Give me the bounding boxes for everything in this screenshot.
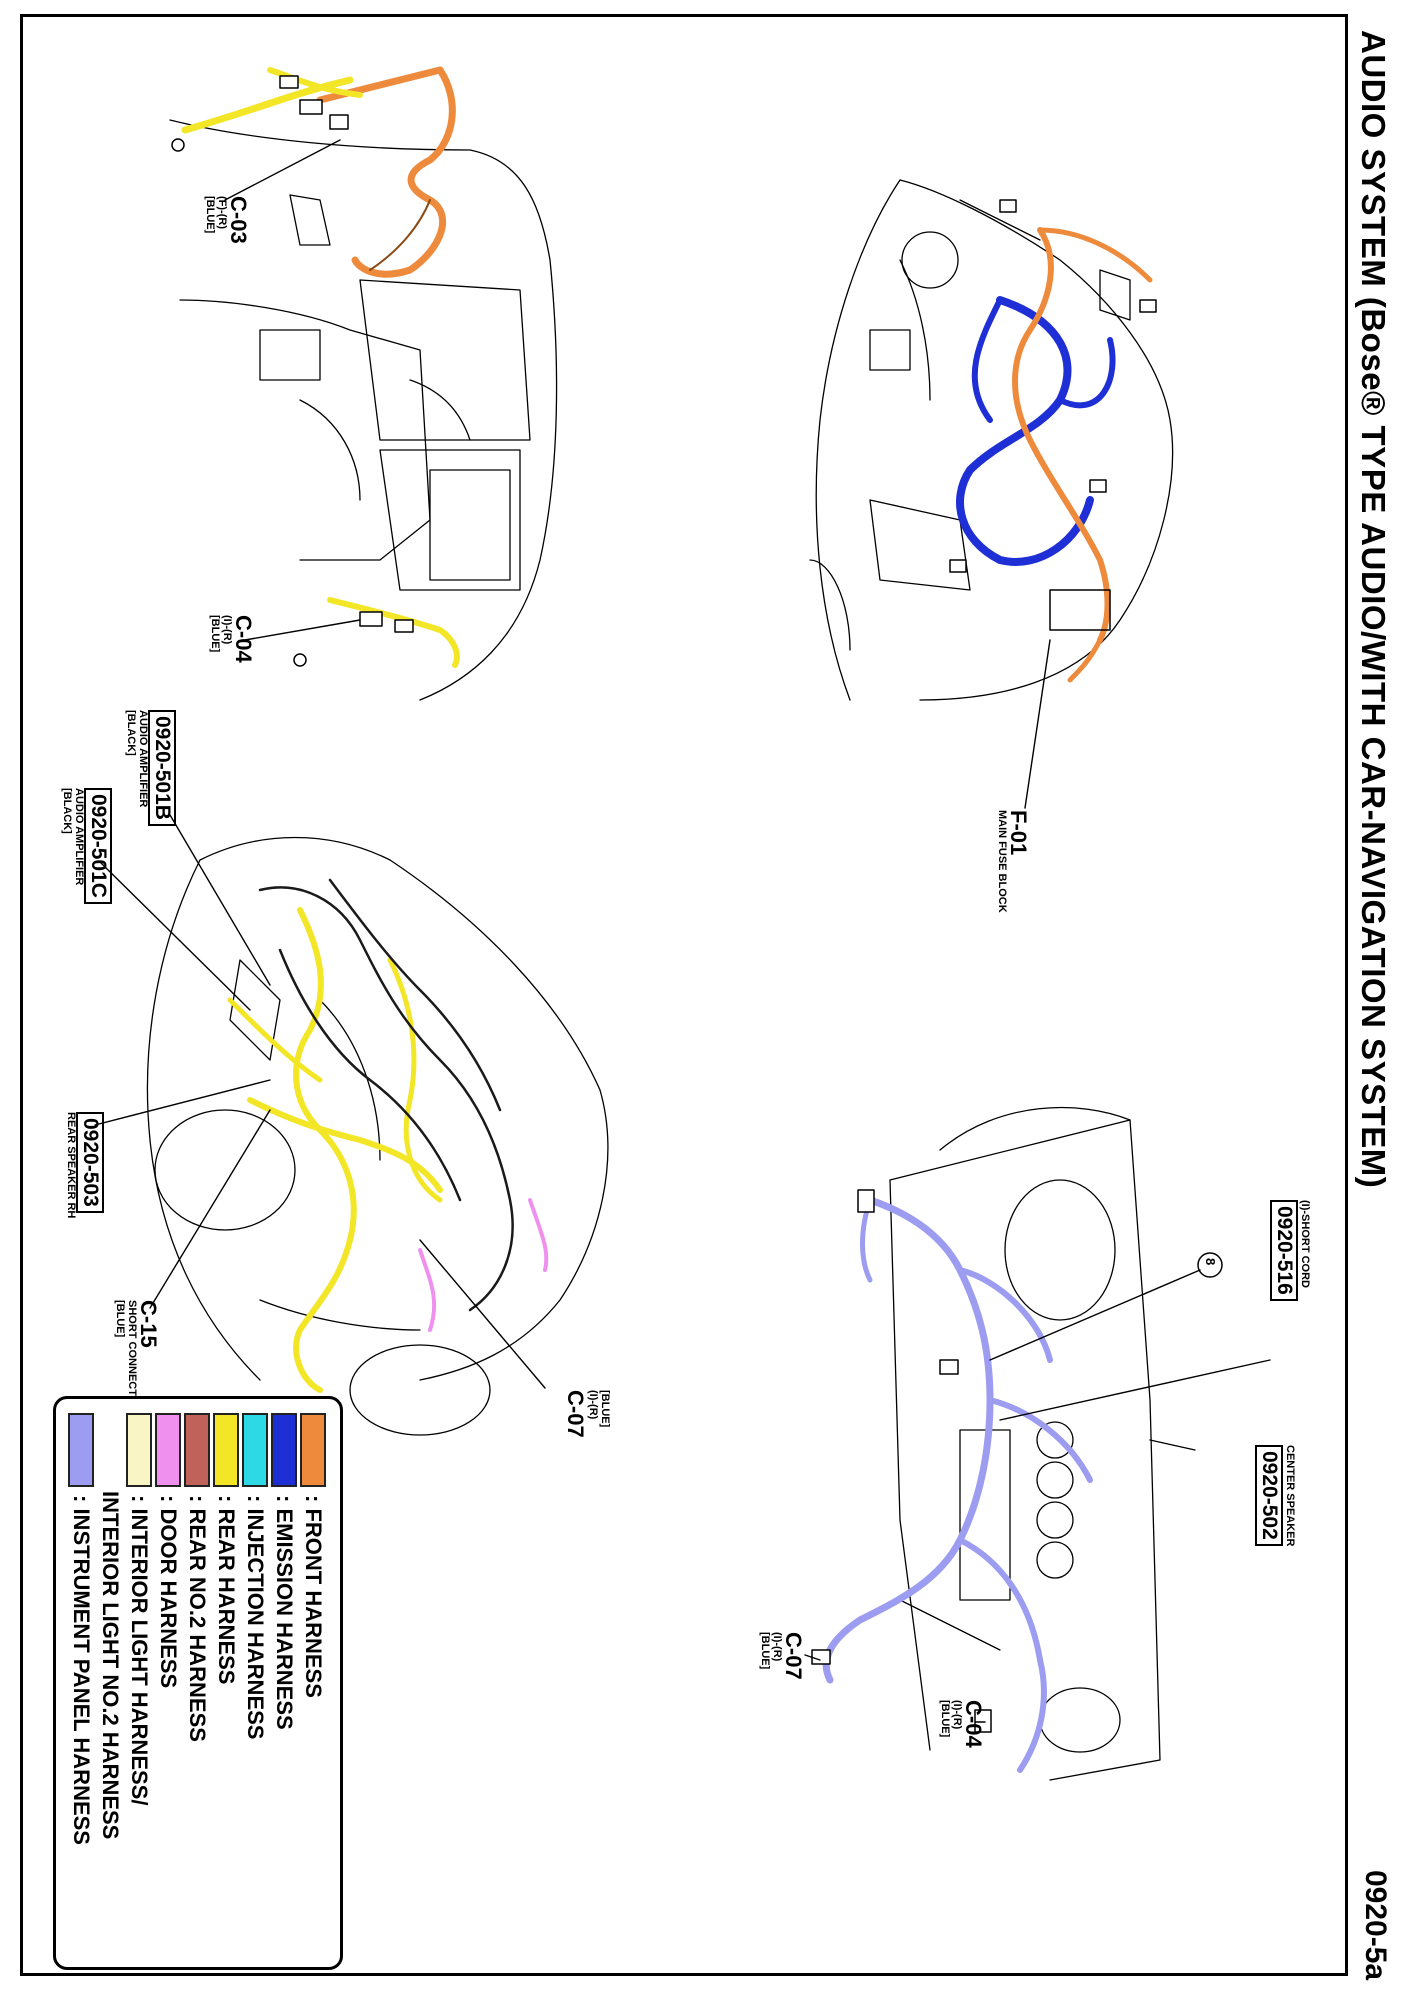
connector-code-box: 0920-502 — [1255, 1445, 1284, 1546]
dark-harness-wire — [258, 878, 514, 1312]
legend-row: : INSTRUMENT PANEL HARNESS — [68, 1413, 94, 1845]
label-short-cord: (I)-SHORT CORD 0920-516 — [1270, 1200, 1311, 1301]
page-frame — [20, 14, 1348, 1976]
front-harness-wire — [316, 66, 456, 278]
reference-marker-8: 8 — [1203, 1258, 1218, 1266]
legend-label: : INSTRUMENT PANEL HARNESS — [69, 1495, 94, 1845]
legend-swatch — [99, 1413, 121, 1483]
connector-code-box: 0920-501B — [148, 710, 176, 826]
legend-row: : DOOR HARNESS — [155, 1413, 181, 1688]
leader-lines-top — [224, 139, 361, 641]
legend-label: INTERIOR LIGHT NO.2 HARNESS — [98, 1491, 123, 1840]
leader-lines-ip — [804, 1269, 1271, 1723]
legend-row: INTERIOR LIGHT NO.2 HARNESS — [97, 1413, 123, 1839]
legend-swatch — [271, 1413, 297, 1487]
legend-row: : INTERIOR LIGHT HARNESS/ — [126, 1413, 152, 1805]
legend-row: : REAR HARNESS — [213, 1413, 239, 1684]
label-amp-501c: 0920-501C AUDIO AMPLIFIER [BLACK] — [61, 788, 112, 904]
legend-label: : INTERIOR LIGHT HARNESS/ — [127, 1495, 152, 1806]
legend-label: : FRONT HARNESS — [301, 1495, 326, 1698]
front-harness-right — [1012, 227, 1153, 683]
label-c03: C-03 (F)-(R) [BLUE] — [204, 196, 251, 244]
connector-code-box: 0920-503 — [76, 1112, 104, 1213]
label-center-speaker: CENTER SPEAKER 0920-502 — [1255, 1445, 1296, 1546]
harness-legend: : FRONT HARNESS: EMISSION HARNESS: INJEC… — [53, 1396, 343, 1970]
rear-harness-wire — [227, 907, 443, 1393]
legend-swatch — [184, 1413, 210, 1487]
label-f01: F-01 MAIN FUSE BLOCK — [995, 810, 1031, 913]
label-c04-top: C-04 (I)-(R) [BLUE] — [209, 615, 256, 663]
legend-label: : REAR NO.2 HARNESS — [185, 1495, 210, 1742]
view-instrument-panel — [889, 1106, 1161, 1781]
label-rear-speaker: 0920-503 REAR SPEAKER RH — [65, 1112, 104, 1219]
legend-row: : REAR NO.2 HARNESS — [184, 1413, 210, 1742]
view-front-compartment — [169, 119, 558, 701]
label-amp-501b: 0920-501B AUDIO AMPLIFIER [BLACK] — [125, 710, 176, 826]
door-harness-wire — [418, 1198, 549, 1332]
legend-label: : EMISSION HARNESS — [272, 1495, 297, 1730]
view-engine-bay-right — [809, 179, 1174, 701]
legend-swatch — [300, 1413, 326, 1487]
legend-swatch — [213, 1413, 239, 1487]
legend-row: : EMISSION HARNESS — [271, 1413, 297, 1730]
legend-swatch — [242, 1413, 268, 1487]
page-code: 0920-5a — [1359, 1870, 1392, 1981]
label-c07-rear: [BLUE] (I)-(R) C-07 — [562, 1390, 611, 1438]
legend-row: : INJECTION HARNESS — [242, 1413, 268, 1739]
emission-harness-wire — [956, 296, 1116, 566]
legend-label: : REAR HARNESS — [214, 1495, 239, 1685]
connector-code-box: 0920-516 — [1270, 1200, 1299, 1301]
connectors-top — [171, 75, 414, 667]
legend-label: : DOOR HARNESS — [156, 1495, 181, 1689]
legend-swatch — [68, 1413, 94, 1487]
yellow-harness-top — [181, 67, 460, 668]
legend-swatch — [126, 1413, 152, 1487]
legend-label: : INJECTION HARNESS — [243, 1495, 268, 1740]
label-c07-ip: C-07 (I)-(R) [BLUE] — [759, 1632, 806, 1680]
connectors-ip — [811, 1189, 1223, 1733]
leader-lines-rear — [94, 814, 546, 1389]
legend-swatch — [155, 1413, 181, 1487]
connector-code-box: 0920-501C — [84, 788, 112, 904]
page-title: AUDIO SYSTEM (Bose® TYPE AUDIO/WITH CAR-… — [1355, 30, 1392, 1189]
view-rear-body — [146, 836, 609, 1436]
instrument-harness-wire — [822, 1196, 1093, 1773]
leader-f01 — [1024, 639, 1051, 809]
label-c04-ip: C-04 (I)-(R) [BLUE] — [939, 1700, 986, 1748]
legend-row: : FRONT HARNESS — [300, 1413, 326, 1698]
connectors-right — [949, 199, 1157, 631]
